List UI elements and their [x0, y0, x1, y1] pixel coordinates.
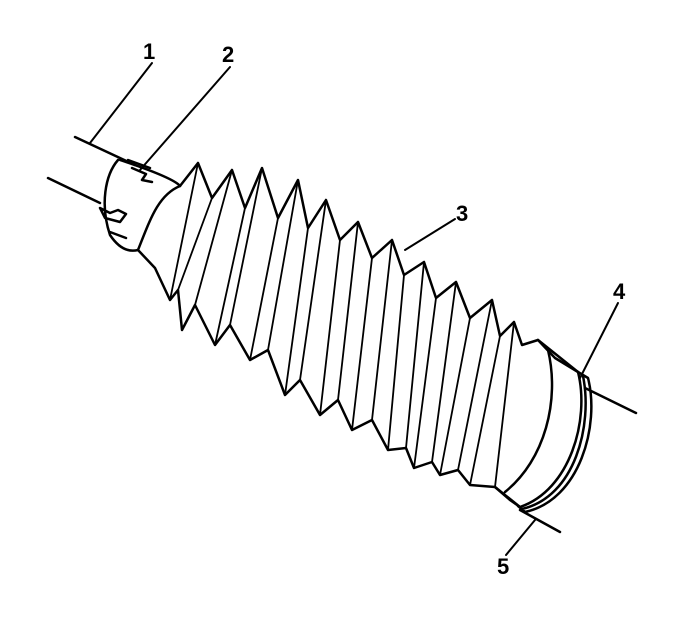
leader-line-2	[139, 66, 231, 171]
bellows-top-edge	[178, 161, 580, 374]
small-end-collar	[118, 158, 182, 252]
callout-3: 3	[456, 201, 469, 226]
small-clamp	[98, 158, 154, 252]
large-clamp	[516, 370, 593, 514]
leader-line-5	[505, 519, 536, 556]
rack-shaft-upper-left	[73, 135, 137, 167]
callout-4: 4	[613, 279, 626, 304]
leader-line-3	[404, 218, 456, 251]
tie-rod-right-lower	[518, 508, 562, 534]
callout-2: 2	[222, 42, 235, 67]
large-end-sleeve	[493, 338, 583, 509]
leader-line-4	[579, 302, 619, 379]
rack-shaft-lower-left	[46, 176, 102, 205]
bellows-bottom-edge	[136, 248, 522, 509]
tie-rod-right-upper	[583, 386, 638, 415]
callout-5: 5	[497, 554, 510, 579]
callout-1: 1	[143, 39, 156, 64]
bellows-fold-lines	[169, 162, 515, 488]
leader-line-1	[89, 62, 153, 144]
